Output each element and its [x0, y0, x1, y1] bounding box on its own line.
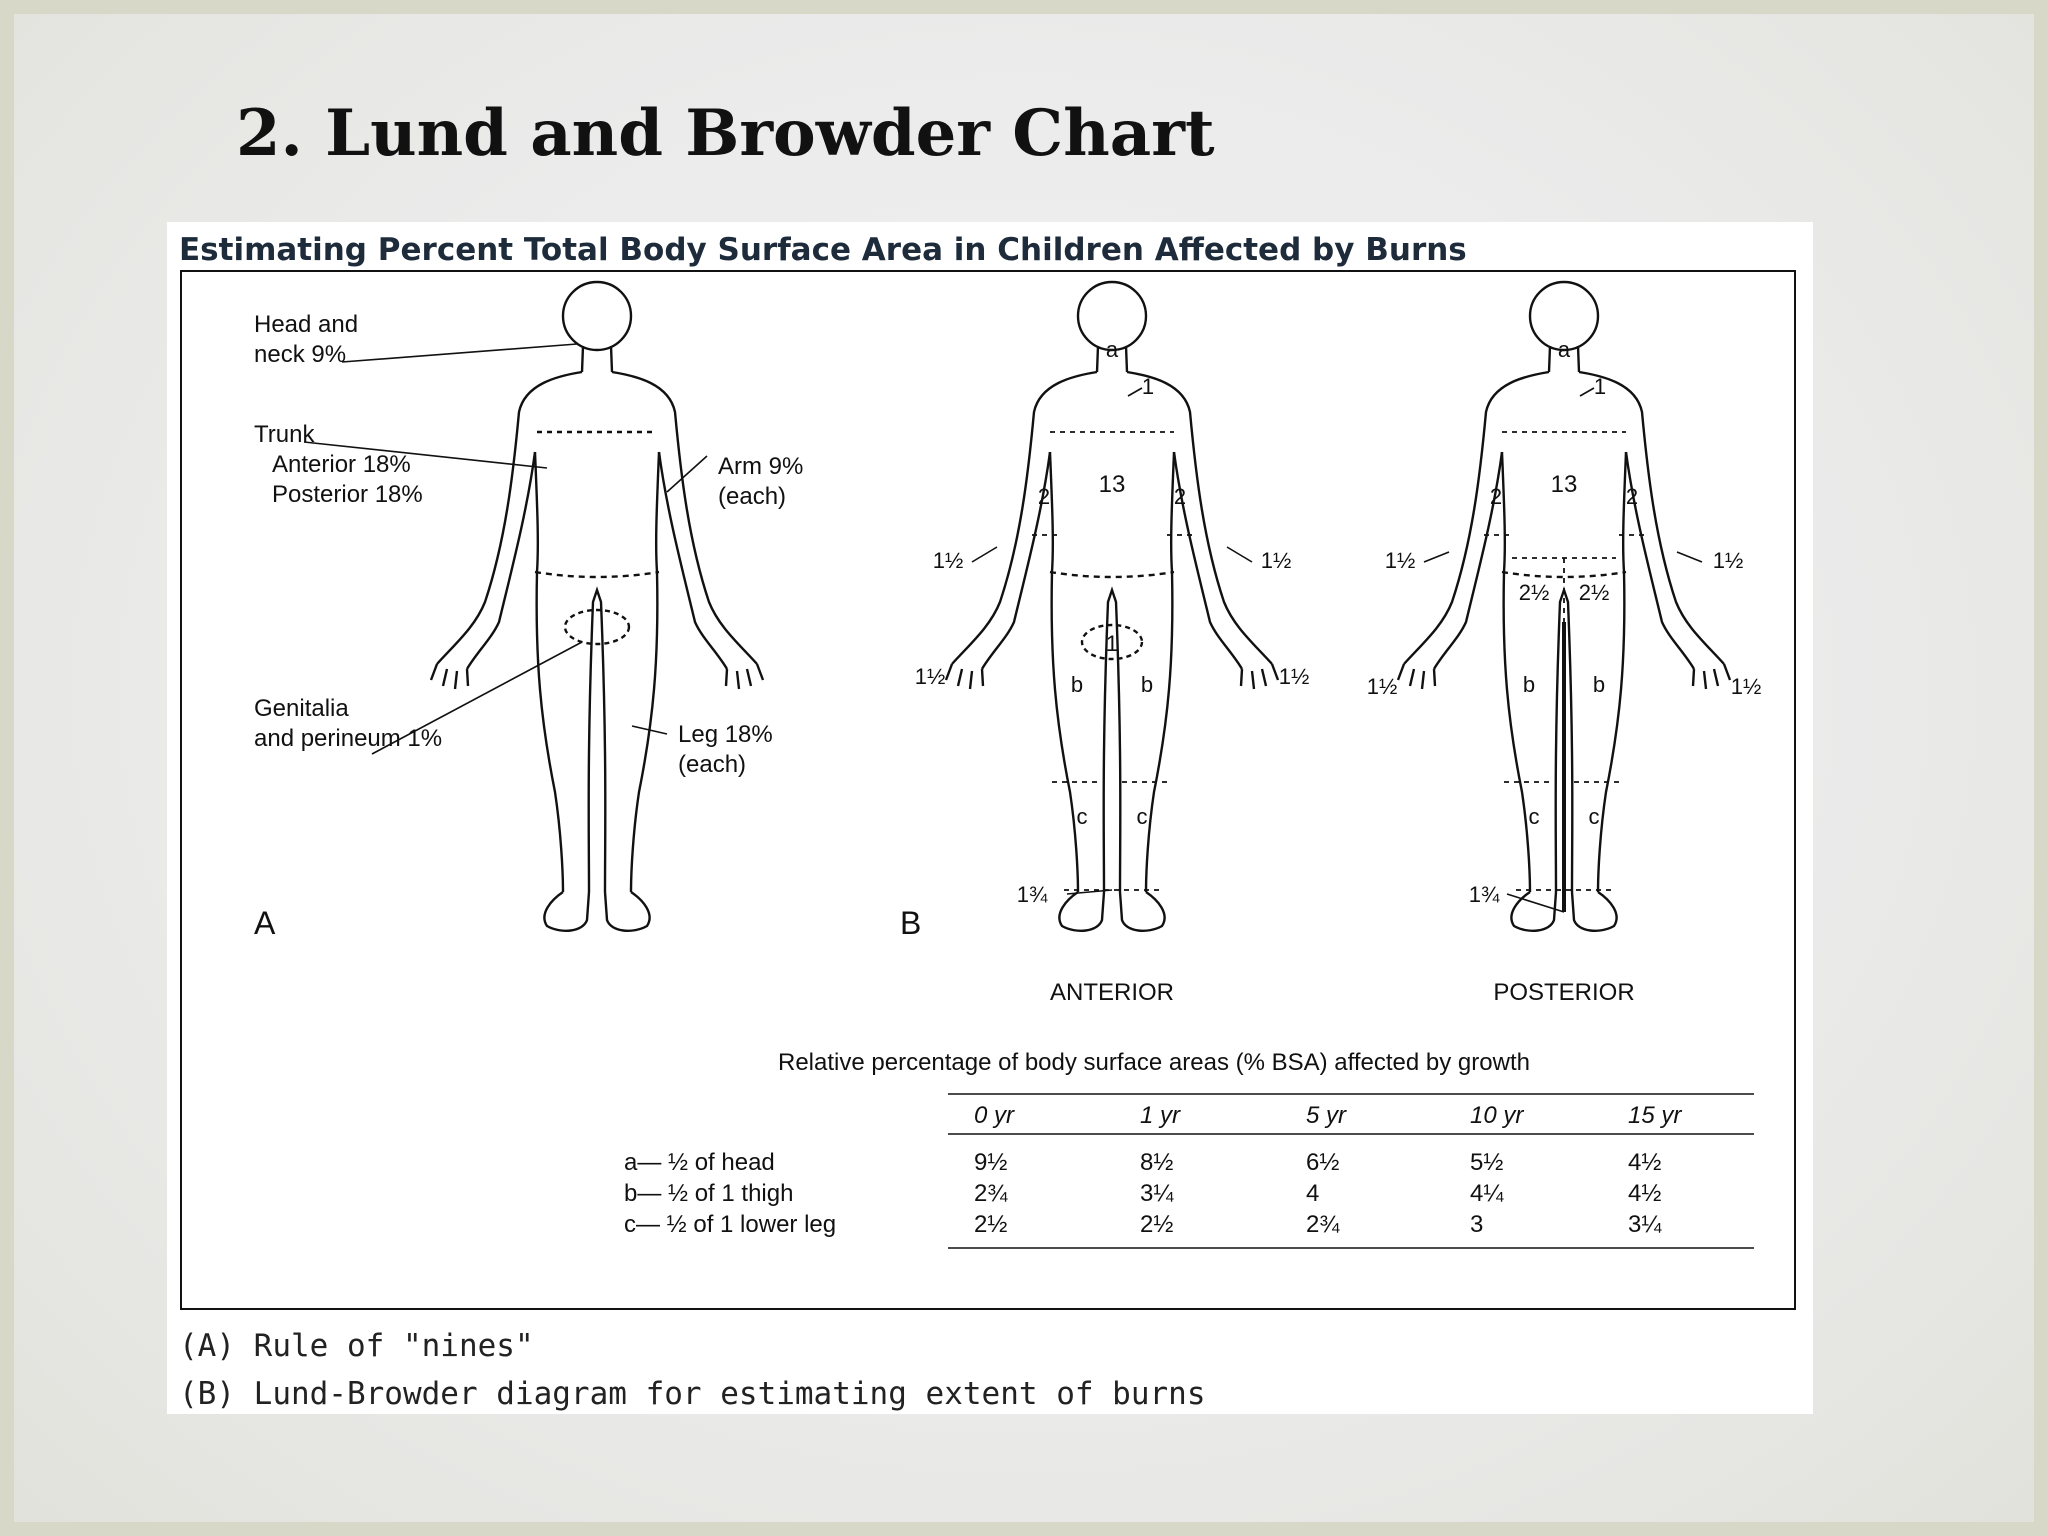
posterior-buttock-right-label: 2½	[1579, 580, 1610, 605]
figure-caption: (A) Rule of "nines" (B) Lund-Browder dia…	[179, 1322, 1206, 1418]
anterior-labels: a 1 13 2 2 1½ 1½ 1½ 1½ 1 b b c c 1¾ ANTE…	[915, 337, 1310, 1006]
posterior-forearm-right-label: 1½	[1713, 548, 1744, 573]
row-label-2: c— ½ of 1 lower leg	[624, 1211, 836, 1238]
posterior-neck-label: 1	[1594, 374, 1606, 399]
table-cell-0-3: 5½	[1470, 1149, 1503, 1176]
leg-label-2: (each)	[678, 751, 746, 778]
anterior-trunk-label: 13	[1099, 471, 1126, 498]
table-cell-2-1: 2½	[1140, 1211, 1173, 1238]
posterior-trunk-label: 13	[1551, 471, 1578, 498]
posterior-upper-arm-right-label: 2	[1626, 484, 1638, 509]
table-cell-0-2: 6½	[1306, 1149, 1339, 1176]
table-cell-0-1: 8½	[1140, 1149, 1173, 1176]
trunk-anterior-label: Anterior 18%	[272, 451, 411, 478]
table-cell-0-4: 4½	[1628, 1149, 1661, 1176]
arm-label-2: (each)	[718, 483, 786, 510]
posterior-upper-arm-left-label: 2	[1490, 484, 1502, 509]
anterior-lower-leg-left-label: c	[1077, 804, 1088, 829]
column-header-0: 0 yr	[974, 1102, 1015, 1129]
anterior-foot-label: 1¾	[1017, 882, 1048, 907]
panel-a-labels: Head and neck 9% Trunk Anterior 18% Post…	[254, 311, 803, 941]
anterior-thigh-left-label: b	[1071, 672, 1083, 697]
posterior-thigh-left-label: b	[1523, 672, 1535, 697]
table-cell-1-3: 4¼	[1470, 1180, 1504, 1207]
column-header-2: 5 yr	[1306, 1102, 1347, 1129]
caption-rule-of-nines: (A) Rule of "nines"	[179, 1328, 534, 1364]
row-label-1: b— ½ of 1 thigh	[624, 1180, 793, 1207]
figure-heading: Estimating Percent Total Body Surface Ar…	[179, 232, 1467, 268]
table-cell-2-3: 3	[1470, 1211, 1483, 1238]
head-neck-label-1: Head and	[254, 311, 358, 338]
genitalia-label-1: Genitalia	[254, 695, 349, 722]
slide: 2. Lund and Browder Chart Estimating Per…	[14, 14, 2034, 1522]
leg-label-1: Leg 18%	[678, 721, 773, 748]
posterior-hand-left-label: 1½	[1367, 674, 1398, 699]
anterior-genitalia-label: 1	[1106, 631, 1118, 656]
posterior-view-label: POSTERIOR	[1493, 979, 1634, 1006]
anterior-hand-right-label: 1½	[1279, 664, 1310, 689]
anterior-upper-arm-right-label: 2	[1174, 484, 1186, 509]
posterior-foot-label: 1¾	[1469, 882, 1500, 907]
genitalia-label-2: and perineum 1%	[254, 725, 442, 752]
table-cell-2-4: 3¼	[1628, 1211, 1662, 1238]
head-neck-label-2: neck 9%	[254, 341, 346, 368]
column-header-1: 1 yr	[1140, 1102, 1181, 1129]
caption-lund-browder: (B) Lund-Browder diagram for estimating …	[179, 1376, 1206, 1412]
anterior-upper-arm-left-label: 2	[1038, 484, 1050, 509]
trunk-label: Trunk	[254, 421, 315, 448]
trunk-posterior-label: Posterior 18%	[272, 481, 423, 508]
anterior-neck-label: 1	[1142, 374, 1154, 399]
anterior-forearm-left-label: 1½	[933, 548, 964, 573]
anterior-leaders	[971, 387, 1253, 895]
table-cell-1-2: 4	[1306, 1180, 1319, 1207]
anterior-thigh-right-label: b	[1141, 672, 1153, 697]
posterior-thigh-right-label: b	[1593, 672, 1605, 697]
arm-label-1: Arm 9%	[718, 453, 803, 480]
table-cell-1-4: 4½	[1628, 1180, 1661, 1207]
posterior-forearm-left-label: 1½	[1385, 548, 1416, 573]
posterior-hand-right-label: 1½	[1731, 674, 1762, 699]
anterior-head-label: a	[1106, 337, 1119, 362]
burn-chart-figure: Estimating Percent Total Body Surface Ar…	[167, 222, 1813, 1414]
table-cell-1-1: 3¼	[1140, 1180, 1174, 1207]
table-cell-2-0: 2½	[974, 1211, 1007, 1238]
growth-table-title: Relative percentage of body surface area…	[778, 1049, 1530, 1076]
column-header-4: 15 yr	[1628, 1102, 1682, 1129]
table-cell-2-2: 2¾	[1306, 1211, 1340, 1238]
anterior-lower-leg-right-label: c	[1137, 804, 1148, 829]
diagram-canvas: Head and neck 9% Trunk Anterior 18% Post…	[254, 280, 1762, 1249]
anterior-figure	[944, 280, 1280, 932]
panel-b-letter: B	[900, 905, 921, 941]
anterior-hand-left-label: 1½	[915, 664, 946, 689]
growth-table-rules	[948, 1093, 1754, 1249]
growth-table: 0 yr 1 yr 5 yr 10 yr 15 yr a— ½ of head 9½ 8½ 6½…	[624, 1102, 1682, 1238]
posterior-lower-leg-left-label: c	[1529, 804, 1540, 829]
table-cell-0-0: 9½	[974, 1149, 1007, 1176]
slide-title: 2. Lund and Browder Chart	[236, 96, 1215, 171]
posterior-lower-leg-right-label: c	[1589, 804, 1600, 829]
posterior-buttock-left-label: 2½	[1519, 580, 1550, 605]
column-header-3: 10 yr	[1470, 1102, 1524, 1129]
table-cell-1-0: 2¾	[974, 1180, 1008, 1207]
anterior-view-label: ANTERIOR	[1050, 979, 1174, 1006]
row-label-0: a— ½ of head	[624, 1149, 775, 1176]
diagram-frame: Head and neck 9% Trunk Anterior 18% Post…	[180, 270, 1796, 1310]
panel-a-letter: A	[254, 905, 276, 941]
panel-a-figure	[429, 280, 765, 932]
anterior-forearm-right-label: 1½	[1261, 548, 1292, 573]
panel-a-leaders	[303, 343, 708, 755]
posterior-head-label: a	[1558, 337, 1571, 362]
posterior-labels: a 1 13 2 2 1½ 1½ 2½ 2½ 1½ 1½ b b c c 1¾	[1367, 337, 1762, 1006]
posterior-figure	[1396, 280, 1732, 932]
posterior-leaders	[1423, 387, 1703, 913]
